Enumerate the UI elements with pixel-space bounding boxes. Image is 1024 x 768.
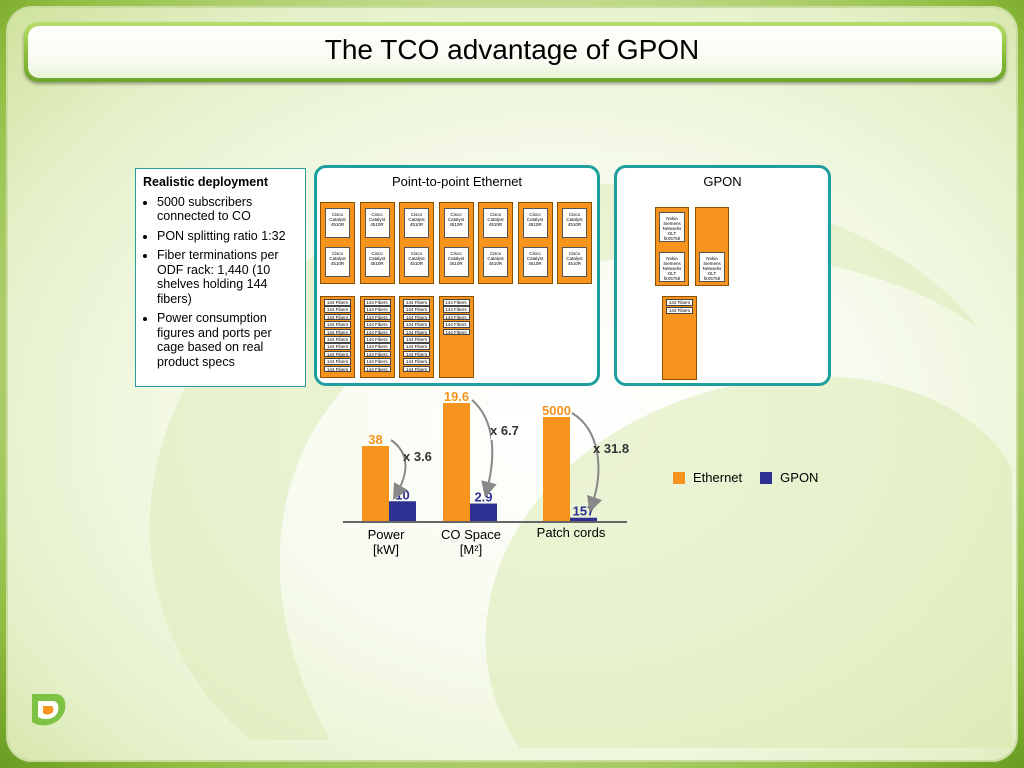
fiber-shelf: 144 Fibers: [324, 336, 351, 343]
bar-ethernet-space: [443, 403, 470, 521]
fiber-shelf: 144 Fibers: [324, 350, 351, 358]
multiplier-box-space: [491, 412, 543, 440]
value-label-gpon-patch: 157: [573, 504, 595, 519]
switch-device: Cisco Catalyst 4510R: [404, 247, 429, 277]
power-unit: [kW]: [373, 542, 399, 557]
fiber-shelf: 144 Fibers: [666, 299, 693, 306]
multiplier-label-space: x 6.7: [490, 423, 519, 438]
switch-device: Cisco Catalyst 4510R: [483, 208, 508, 238]
value-label-ethernet-space: 19.6: [444, 389, 469, 404]
switch-device: Cisco Catalyst 4510R: [522, 247, 548, 277]
multiplier-label-patch: x 31.8: [593, 441, 629, 456]
fiber-shelf: 144 Fibers: [442, 299, 470, 306]
switch-device: Cisco Catalyst 4510R: [443, 247, 469, 277]
fiber-shelf: 144 Fibers: [403, 321, 430, 328]
deployment-bullet: 5000 subscribers connected to CO: [157, 195, 301, 224]
space-unit: [M²]: [459, 542, 483, 557]
legend: Ethernet GPON: [673, 470, 818, 485]
p2p-title: Point-to-point Ethernet: [391, 174, 523, 189]
deployment-bullet: Fiber terminations per ODF rack: 1,440 (…: [157, 248, 301, 306]
fiber-shelf: 144 Fibers: [403, 343, 430, 350]
deployment-heading: Realistic deployment: [143, 175, 269, 189]
fiber-shelf: 144 Fibers: [403, 358, 430, 365]
switch-device: Cisco Catalyst 4510R: [364, 247, 390, 277]
multiplier-arrow-patch: [571, 412, 603, 513]
multiplier-arrow-power: [390, 439, 408, 500]
fiber-shelf: 144 Fibers: [324, 358, 351, 365]
fiber-shelf: 144 Fibers: [324, 343, 351, 350]
fiber-shelf: 144 Fibers: [442, 321, 470, 328]
fiber-shelf: 144 Fibers: [403, 350, 430, 358]
fiber-shelf: 144 Fibers: [363, 321, 391, 328]
category-label-patch: Patch cords: [536, 525, 606, 540]
value-label-ethernet-power: 38: [368, 432, 382, 447]
fiber-shelf: 144 Fibers: [363, 365, 391, 373]
switch-device: Cisco Catalyst 4510R: [325, 208, 350, 238]
legend-swatch-gpon: [760, 471, 773, 484]
category-label-power: Power [kW]: [356, 527, 416, 557]
fiber-shelf: 144 Fibers: [363, 313, 391, 321]
fiber-shelf: 144 Fibers: [403, 336, 430, 343]
switch-device: Cisco Catalyst 4510R: [364, 208, 390, 238]
value-label-gpon-power: 10: [395, 487, 409, 502]
fiber-shelf: 144 Fibers: [324, 306, 351, 313]
fiber-shelf: 144 Fibers: [403, 328, 430, 336]
switch-device: Cisco Catalyst 4510R: [562, 208, 587, 238]
fiber-shelf: 144 Fibers: [363, 328, 391, 336]
value-label-gpon-space: 2.9: [474, 490, 492, 505]
olt-device: Nokia Siemens Networks OLT hiX5750: [659, 212, 685, 242]
olt-device: Nokia Siemens Networks OLT hiX5750: [659, 252, 685, 282]
legend-label-gpon: GPON: [780, 470, 819, 485]
deployment-bullet: PON splitting ratio 1:32: [157, 229, 301, 244]
legend-swatch-ethernet: [673, 471, 685, 484]
fiber-shelf: 144 Fibers: [403, 365, 430, 373]
gpon-title: GPON: [703, 174, 742, 189]
fiber-shelf: 144 Fibers: [666, 307, 693, 314]
fiber-shelf: 144 Fibers: [324, 313, 351, 321]
fiber-shelf: 144 Fibers: [324, 365, 351, 373]
fiber-shelf: 144 Fibers: [363, 350, 391, 358]
bar-ethernet-patch: [543, 417, 570, 521]
value-label-ethernet-patch: 5000: [542, 403, 571, 418]
legend-label-ethernet: Ethernet: [693, 470, 743, 485]
fiber-shelf: 144 Fibers: [363, 306, 391, 313]
fiber-shelf: 144 Fibers: [324, 321, 351, 328]
fiber-shelf: 144 Fibers: [363, 336, 391, 343]
bar-gpon-power: [389, 501, 416, 521]
switch-device: Cisco Catalyst 4510R: [562, 247, 587, 277]
space-label: CO Space: [441, 527, 501, 542]
slide-title: The TCO advantage of GPON: [324, 34, 700, 65]
title-bar: [24, 22, 1006, 82]
fiber-shelf: 144 Fibers: [403, 306, 430, 313]
fiber-shelf: 144 Fibers: [442, 306, 470, 313]
fiber-shelf: 144 Fibers: [363, 299, 391, 306]
fiber-shelf: 144 Fibers: [324, 328, 351, 336]
switch-device: Cisco Catalyst 4510R: [404, 208, 429, 238]
category-label-space: CO Space [M²]: [430, 527, 512, 557]
deployment-bullet: Power consumption figures and ports per …: [157, 311, 301, 369]
deployment-box: Realistic deployment 5000 subscribers co…: [135, 168, 306, 387]
switch-device: Cisco Catalyst 4510R: [483, 247, 508, 277]
multiplier-label-power: x 3.6: [403, 449, 432, 464]
fiber-shelf: 144 Fibers: [363, 343, 391, 350]
switch-device: Cisco Catalyst 4510R: [325, 247, 350, 277]
bar-gpon-space: [470, 503, 497, 521]
olt-device: Nokia Siemens Networks OLT hiX5750: [699, 252, 725, 282]
fiber-shelf: 144 Fibers: [324, 299, 351, 306]
switch-device: Cisco Catalyst 4510R: [443, 208, 469, 238]
fiber-shelf: 144 Fibers: [442, 328, 470, 336]
fiber-shelf: 144 Fibers: [403, 299, 430, 306]
bar-gpon-patch: [570, 517, 597, 521]
power-label: Power: [367, 527, 405, 542]
fiber-shelf: 144 Fibers: [442, 313, 470, 321]
fiber-shelf: 144 Fibers: [363, 358, 391, 365]
switch-device: Cisco Catalyst 4510R: [522, 208, 548, 238]
company-logo: [32, 694, 66, 726]
multiplier-arrow-space: [471, 399, 497, 498]
bar-ethernet-power: [362, 446, 389, 521]
fiber-shelf: 144 Fibers: [403, 313, 430, 321]
